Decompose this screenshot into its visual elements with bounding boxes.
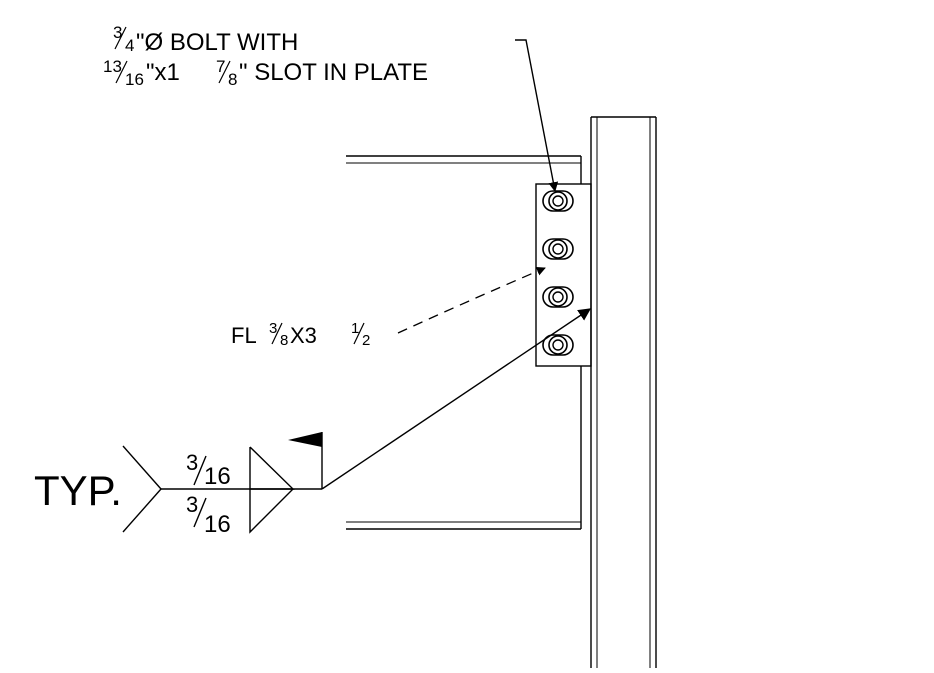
- bolt-note-l2-num2: 7: [216, 57, 225, 76]
- bolt: [542, 238, 574, 260]
- bolt-note-l2-den2: 8: [228, 70, 237, 89]
- plate-label: FL 3 8 X3 1 2: [231, 320, 370, 349]
- bolt-washer: [548, 335, 568, 355]
- weld-symbol: TYP. 3 16 3 16: [34, 308, 592, 538]
- bolt-slot: [542, 286, 574, 308]
- bolt-note-l2-slash1: [115, 60, 128, 84]
- bolt-note-l1-slash: [114, 26, 127, 50]
- weld-bottom-num: 3: [186, 492, 198, 517]
- column: [590, 116, 657, 668]
- fillet-weld-arrow-side: [249, 446, 295, 490]
- weld-tail-text: TYP.: [34, 467, 122, 514]
- bolt-note-l1-num: 3: [113, 23, 122, 42]
- weld-top-den: 16: [204, 463, 231, 490]
- plate-label-num1: 3: [269, 320, 277, 337]
- bolt-group: [542, 190, 574, 356]
- weld-top-slash: [193, 455, 207, 486]
- plate-label-den2: 2: [362, 332, 370, 349]
- bolt-shank: [552, 243, 564, 255]
- bolt-note-l2-num1: 13: [103, 57, 122, 76]
- plate-label-slash2: [353, 322, 365, 345]
- bolt-note-l2-mid: "x1: [146, 59, 180, 86]
- bolt: [542, 190, 574, 212]
- bolt-note-l2-slash2: [218, 60, 231, 84]
- bolt-washer: [548, 287, 568, 307]
- plate-leader-dashed-arrow: [397, 267, 546, 334]
- weld-tail-upper: [122, 445, 162, 490]
- bolt-note-l2-den1: 16: [125, 70, 144, 89]
- plate-label-mid: X3: [290, 323, 317, 348]
- bolt-note-l2-rest: " SLOT IN PLATE: [239, 59, 428, 86]
- bolt-shank: [552, 339, 564, 351]
- bolt-note-l1-rest: "Ø BOLT WITH: [136, 29, 298, 56]
- bolt-leader-arrow: [515, 39, 559, 192]
- plate-label-num2: 1: [351, 320, 359, 337]
- bolt-shank: [552, 195, 564, 207]
- beam: [346, 155, 582, 530]
- weld-bottom-slash: [193, 497, 207, 528]
- bolt-note-l1-den: 4: [125, 36, 134, 55]
- bolt-slot: [542, 190, 574, 212]
- weld-bottom-den: 16: [204, 511, 231, 538]
- bolt-slot: [542, 334, 574, 356]
- field-weld-flag: [288, 432, 322, 447]
- bolt: [542, 286, 574, 308]
- weld-tail-lower: [122, 488, 162, 533]
- fillet-weld-other-side: [249, 488, 294, 534]
- weld-arrow-leader: [321, 308, 592, 490]
- bolt: [542, 334, 574, 356]
- bolt-shank: [552, 291, 564, 303]
- weld-top-num: 3: [186, 450, 198, 475]
- bolt-washer: [548, 191, 568, 211]
- bolt-note: 3 4 "Ø BOLT WITH 13 16 "x1 7 8 " SLOT IN…: [103, 23, 428, 89]
- plate-label-prefix: FL: [231, 323, 257, 348]
- plate-label-slash1: [271, 322, 283, 345]
- plate-label-den1: 8: [280, 332, 288, 349]
- bolt-slot: [542, 238, 574, 260]
- bolt-washer: [548, 239, 568, 259]
